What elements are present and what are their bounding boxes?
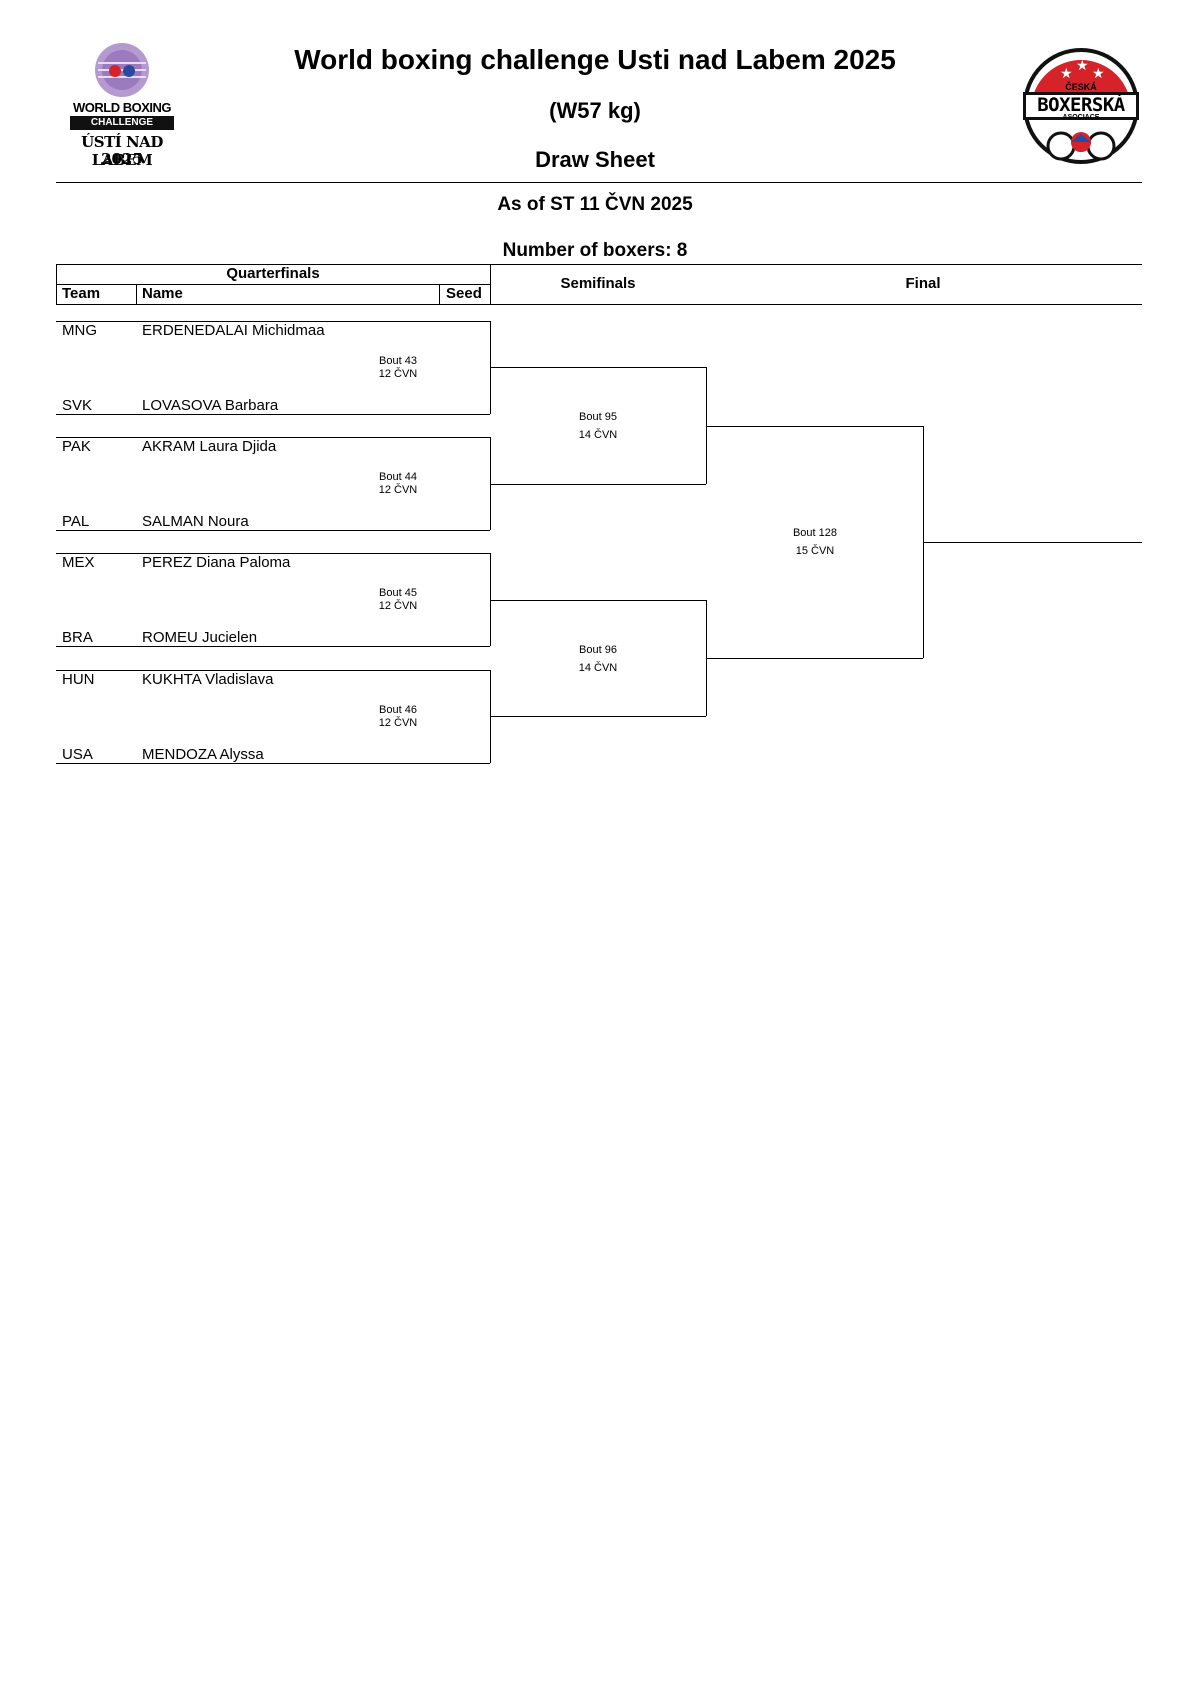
qf-semi-divider: [490, 264, 491, 304]
qf-bout-label: Bout 45 12 ČVN: [368, 587, 428, 613]
qf1-bottom: [56, 414, 490, 415]
boxer-team: PAK: [62, 438, 91, 455]
ceska-boxerska-asociace-logo: ★ ★ ★ ČESKÁ BOXERSKÁ ASOCIACE: [1020, 44, 1142, 170]
qf4-bottom: [56, 763, 490, 764]
boxer-team: MEX: [62, 554, 95, 571]
world-boxing-challenge-logo: WORLD BOXING CHALLENGE ÚSTÍ NAD LABEM 20…: [54, 42, 190, 169]
logo-line-usti: ÚSTÍ NAD LABEM: [81, 133, 163, 169]
team-name-divider: [136, 284, 137, 304]
header-semifinals: Semifinals: [560, 275, 636, 292]
qf3-bottom: [56, 646, 490, 647]
svg-text:★: ★: [1060, 66, 1073, 82]
qf4-top: [56, 670, 490, 671]
header-team: Team: [62, 285, 101, 302]
bout-number: Bout 45: [379, 587, 417, 599]
qf-bout-label: Bout 46 12 ČVN: [368, 704, 428, 730]
sf1-right: [706, 367, 707, 484]
boxer-team: PAL: [62, 513, 90, 530]
boxer-team: SVK: [62, 397, 93, 414]
sf2-bottom: [490, 716, 706, 717]
final-top: [706, 426, 923, 427]
table-top-border: [56, 264, 1142, 265]
sf1-top: [490, 367, 706, 368]
svg-text:★: ★: [1076, 58, 1089, 74]
qf-bout-label: Bout 43 12 ČVN: [368, 355, 428, 381]
bout-date: 12 ČVN: [378, 484, 418, 496]
boxing-gloves-badge-icon: ★ ★ ★: [1023, 48, 1139, 164]
sf-bout-date: 14 ČVN: [578, 662, 618, 674]
boxing-ring-icon: [95, 43, 149, 97]
header-name: Name: [142, 285, 183, 302]
table-header-bottom-border: [56, 304, 1142, 305]
event-title: World boxing challenge Usti nad Labem 20…: [294, 44, 896, 75]
qf2-bottom: [56, 530, 490, 531]
sf2-top: [490, 600, 706, 601]
logo-line-boxerska: BOXERSKÁ: [1037, 94, 1125, 116]
svg-text:★: ★: [1092, 66, 1105, 82]
logo-line-challenge: CHALLENGE: [70, 116, 174, 130]
name-seed-divider: [439, 284, 440, 304]
bout-number: Bout 44: [379, 471, 417, 483]
qf2-top: [56, 437, 490, 438]
boxer-team: MNG: [62, 322, 97, 339]
sf-bout-number: Bout 95: [579, 411, 617, 423]
bout-number: Bout 43: [379, 355, 417, 367]
header-divider: [56, 182, 1142, 183]
final-bout-number: Bout 128: [792, 527, 838, 539]
bout-date: 12 ČVN: [378, 600, 418, 612]
boxer-name: ERDENEDALAI Michidmaa: [142, 322, 325, 339]
boxer-count: Number of boxers: 8: [502, 240, 688, 261]
boxer-name: ROMEU Jucielen: [142, 629, 258, 646]
boxer-name: PEREZ Diana Paloma: [142, 554, 291, 571]
winner-line: [923, 542, 1142, 543]
qf1-top: [56, 321, 490, 322]
logo-line-year: 2025: [101, 150, 143, 168]
bout-date: 12 ČVN: [378, 717, 418, 729]
sf-bout-number: Bout 96: [579, 644, 617, 656]
qf3-top: [56, 553, 490, 554]
sheet-title: Draw Sheet: [535, 147, 655, 172]
header-quarterfinals: Quarterfinals: [226, 265, 320, 282]
sf1-bottom: [490, 484, 706, 485]
weight-category: (W57 kg): [549, 98, 641, 123]
as-of-date: As of ST 11 ČVN 2025: [497, 194, 693, 215]
sf-bout-date: 14 ČVN: [578, 429, 618, 441]
logo-line-asociace: ASOCIACE: [1062, 114, 1100, 121]
boxer-name: SALMAN Noura: [142, 513, 249, 530]
qf-bout-label: Bout 44 12 ČVN: [368, 471, 428, 497]
boxer-name: LOVASOVA Barbara: [142, 397, 279, 414]
logo-line-world-boxing: WORLD BOXING: [73, 100, 172, 115]
qf-header-separator: [56, 284, 490, 285]
boxer-name: MENDOZA Alyssa: [142, 746, 264, 763]
qf2-right: [490, 437, 491, 530]
header-seed: Seed: [446, 285, 482, 302]
table-left-border: [56, 264, 57, 304]
boxer-team: BRA: [62, 629, 93, 646]
boxer-team: USA: [62, 746, 93, 763]
boxer-name: KUKHTA Vladislava: [142, 671, 274, 688]
final-bottom: [706, 658, 923, 659]
qf3-right: [490, 553, 491, 646]
bout-number: Bout 46: [379, 704, 417, 716]
header-final: Final: [905, 275, 941, 292]
boxer-team: HUN: [62, 671, 95, 688]
final-bout-date: 15 ČVN: [795, 545, 835, 557]
boxer-name: AKRAM Laura Djida: [142, 438, 277, 455]
bout-date: 12 ČVN: [378, 368, 418, 380]
logo-line-ceska: ČESKÁ: [1065, 82, 1097, 92]
